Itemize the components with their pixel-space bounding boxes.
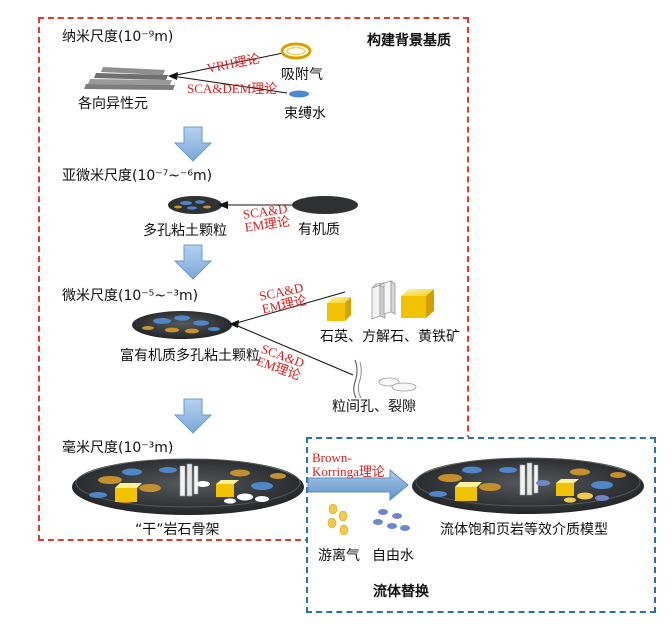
anisotropic-element-label: 各向异性元 — [78, 96, 148, 112]
down-arrow-1 — [173, 126, 213, 162]
organic-rich-clay-particle — [132, 311, 232, 339]
porous-clay-particle — [168, 196, 222, 214]
free-gas-label: 游离气 — [318, 548, 360, 564]
fluid-substitution-title: 流体替换 — [373, 584, 429, 600]
brown-korringa-arrow — [307, 468, 409, 502]
dry-rock-frame-disk — [72, 458, 304, 515]
organic-rich-clay-label: 富有机质多孔粘土颗粒 — [120, 348, 260, 364]
quartz-cube — [327, 297, 351, 321]
nano-convergence-lines — [171, 52, 288, 94]
down-arrow-3 — [173, 398, 213, 434]
free-water-label: 自由水 — [372, 548, 414, 564]
organic-matter-disk — [292, 196, 358, 214]
pyrite-cube — [401, 289, 434, 318]
scale-micro-label: 微米尺度(10⁻⁵~⁻³m) — [62, 288, 199, 304]
scale-milli-label: 毫米尺度(10⁻³m) — [62, 440, 174, 456]
free-gas-drops — [327, 503, 349, 536]
down-arrow-2 — [173, 244, 213, 280]
micro-convergence-lines — [232, 291, 354, 376]
porous-clay-label: 多孔粘土颗粒 — [143, 223, 227, 239]
pores-fractures — [353, 359, 417, 399]
adsorbed-gas-ring — [280, 42, 312, 60]
anisotropic-element-plates — [84, 67, 175, 90]
scale-submicro-label: 亚微米尺度(10⁻⁷~⁻⁶m) — [62, 168, 213, 184]
adsorbed-gas-label: 吸附气 — [281, 67, 323, 83]
calcite-prisms — [371, 280, 396, 320]
minerals-label: 石英、方解石、黄铁矿 — [320, 329, 460, 345]
brown-korringa-theory: Brown-Korringa理论 — [312, 450, 385, 479]
free-water-drops — [373, 509, 410, 531]
fluid-saturated-disk — [412, 457, 644, 514]
organic-matter-label: 有机质 — [298, 222, 340, 238]
background-matrix-frame — [38, 17, 469, 541]
pores-label: 粒间孔、裂隙 — [332, 399, 416, 415]
bound-water-ellipse — [289, 90, 309, 98]
dry-frame-label: “干”岩石骨架 — [135, 522, 220, 538]
sca-dem-theory-label: SCA&DEM理论 — [187, 81, 278, 96]
background-matrix-title: 构建背景基质 — [367, 33, 451, 49]
scale-nano-label: 纳米尺度(10⁻⁹m) — [62, 29, 174, 45]
bound-water-label: 束缚水 — [284, 106, 326, 122]
saturated-model-label: 流体饱和页岩等效介质模型 — [440, 522, 608, 538]
